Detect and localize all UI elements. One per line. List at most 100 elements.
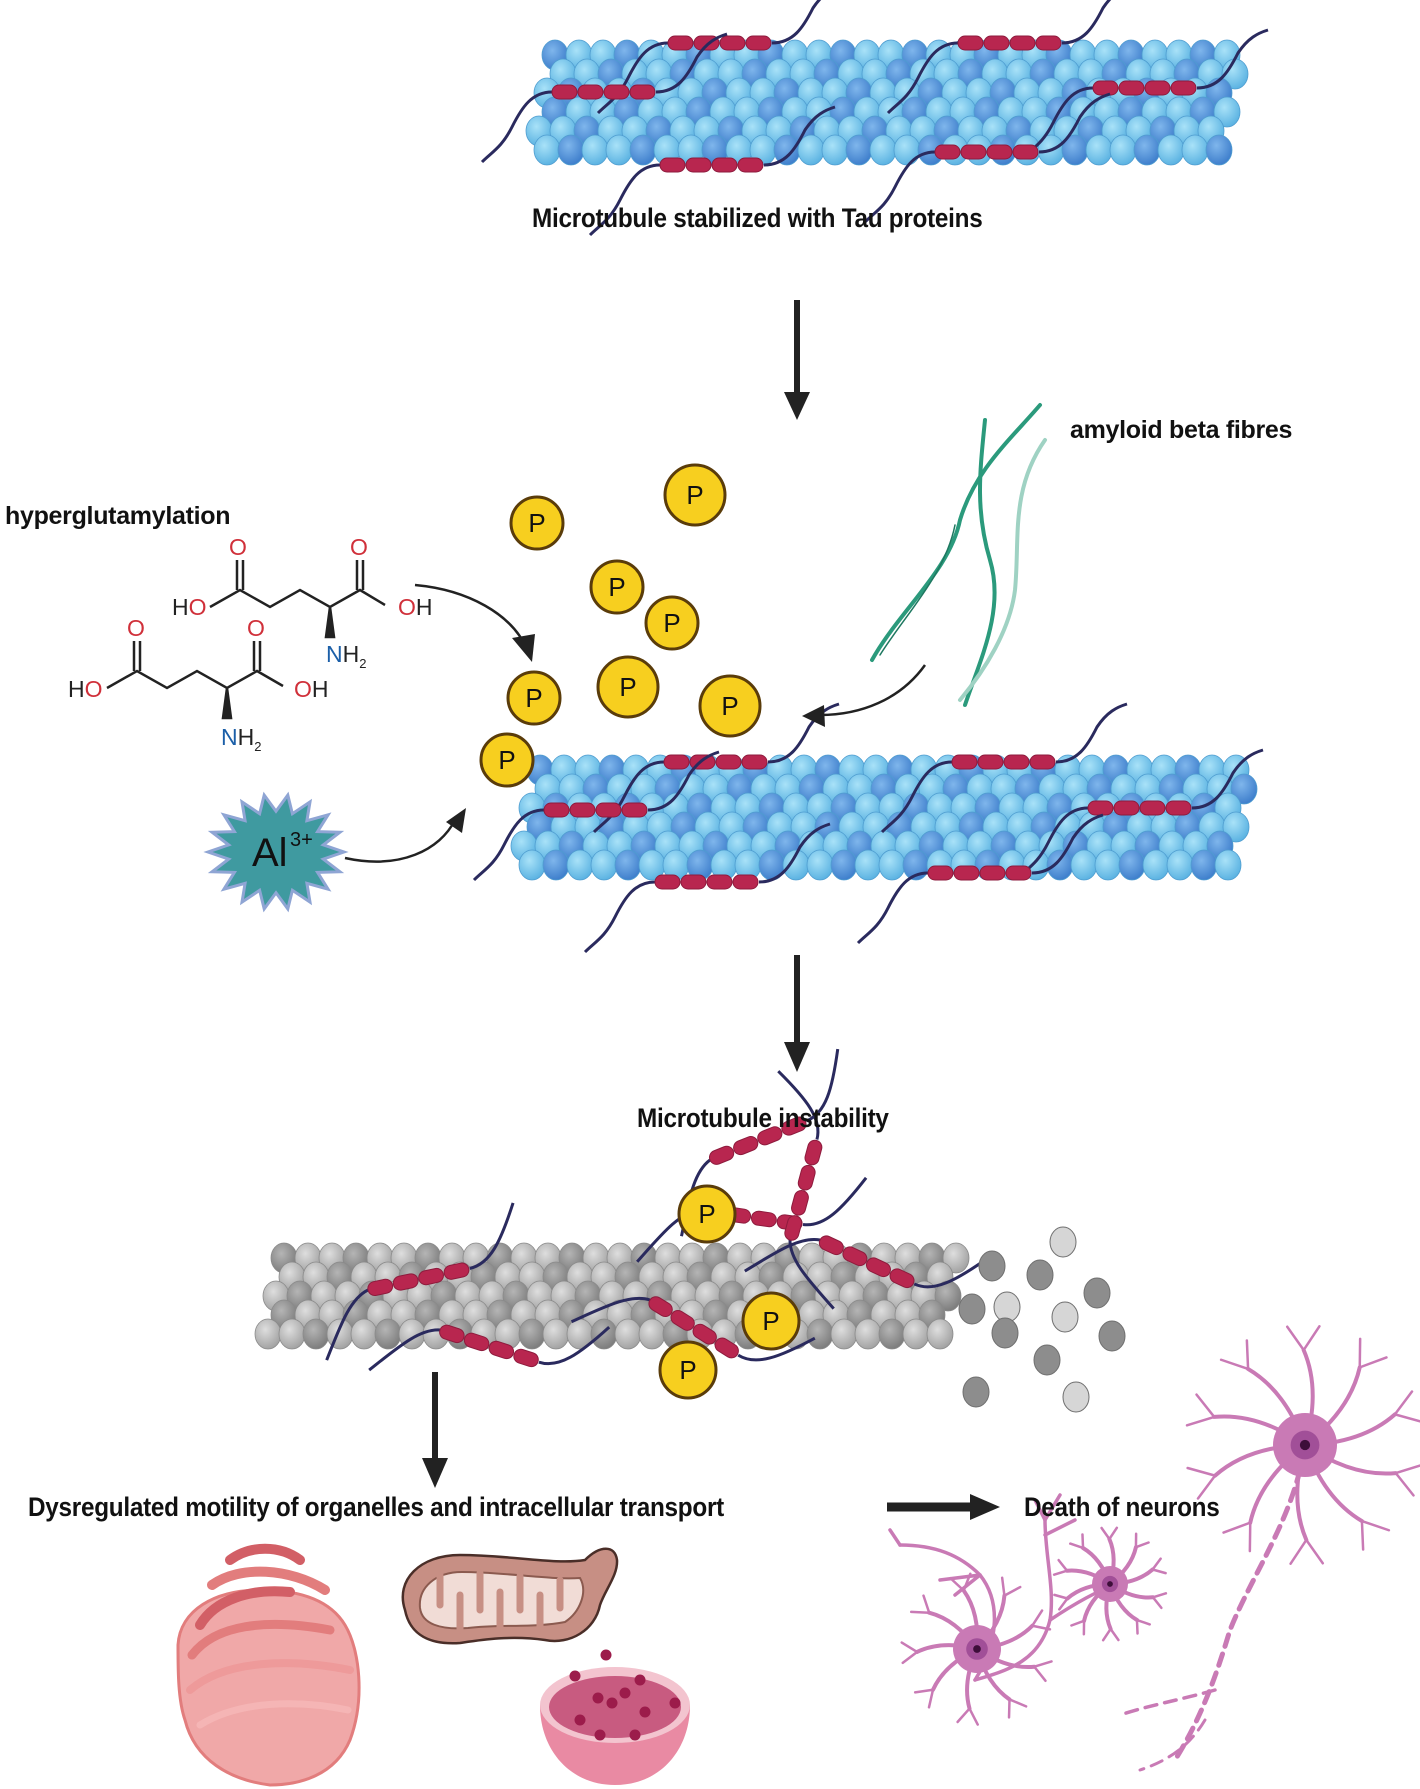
tau-strand (1055, 702, 1128, 764)
tau-strand (1031, 813, 1104, 875)
tau-repeat-domain (513, 1348, 539, 1368)
lysosome-granule (619, 1687, 631, 1699)
tubulin-dimer (978, 1250, 1006, 1282)
phosphate-circle (677, 1184, 737, 1244)
tubulin-subunit (821, 134, 849, 166)
tau-strand (777, 1070, 820, 1140)
tubulin-subunit (1222, 811, 1250, 843)
tubulin-subunit (1070, 849, 1098, 881)
label-hyperglutamylation: hyperglutamylation (5, 502, 231, 530)
label-death-of-neurons: Death of neurons (1024, 1492, 1220, 1522)
tubulin-subunit (557, 134, 585, 166)
tubulin-subunit (773, 134, 801, 166)
tubulin-subunit (806, 1318, 834, 1350)
lysosome-granule (606, 1697, 618, 1709)
dendrite-branch (949, 1572, 972, 1592)
tubulin-dimer (958, 1293, 986, 1325)
tubulin-subunit (518, 849, 546, 881)
tau-repeat-domain (732, 874, 759, 890)
tubulin-subunit (854, 849, 882, 881)
lysosome-granule (594, 1729, 606, 1741)
tau-repeat-domain (418, 1267, 444, 1286)
tubulin-subunit (350, 1318, 378, 1350)
phosphate-circle (658, 1340, 718, 1400)
tubulin-subunit (566, 849, 594, 881)
phosphate-icon: P (644, 595, 700, 651)
tau-repeat-domain (977, 754, 1004, 770)
free-tubulin-dimers (958, 1226, 1126, 1413)
dendrite-branch (1358, 1337, 1388, 1369)
tubulin-subunit (1190, 849, 1218, 881)
nucleolus (1107, 1581, 1113, 1587)
tubulin-subunit (1181, 134, 1209, 166)
dendrite-branch (1289, 1538, 1325, 1565)
dendrite-branch (1101, 1627, 1120, 1642)
phosphate-icon: P (596, 655, 660, 719)
curved-arrow-glutamate (414, 583, 535, 662)
tau-repeat-domain (1139, 800, 1166, 816)
label-amyloid: amyloid beta fibres (1070, 416, 1293, 444)
tau-repeat-domain (1029, 754, 1056, 770)
tau-proteins-top (480, 0, 1269, 237)
tubulin-dimer (991, 1317, 1019, 1349)
tau-strand (1191, 748, 1264, 810)
phosphate-label: P (525, 683, 542, 713)
tau-strand (596, 41, 669, 115)
tau-proteins-middle (472, 702, 1264, 954)
svg-text:NH2: NH2 (221, 724, 261, 754)
dendrite-branch (900, 1641, 919, 1665)
neuron-soma (1185, 1325, 1420, 1565)
tau-repeat-domain (685, 157, 712, 173)
tubulin-subunit (614, 1318, 642, 1350)
tubulin-subunit (1046, 849, 1074, 881)
phosphate-circle (663, 463, 727, 527)
tau-protein (592, 702, 840, 834)
phosphate-circle (596, 655, 660, 719)
tau-strand (647, 750, 720, 812)
tau-strand (758, 822, 831, 884)
tau-repeat-domain (818, 1235, 844, 1256)
tau-strand (472, 808, 545, 882)
tubulin-subunit (518, 1318, 546, 1350)
tubulin-subunit (1094, 849, 1122, 881)
svg-text:HO: HO (172, 594, 207, 620)
tau-repeat-domain (629, 84, 656, 100)
tau-repeat-domain (1009, 35, 1036, 51)
microtubule-unstable (254, 1242, 970, 1350)
dendrite-branch (1285, 1325, 1321, 1352)
label-stabilized: Microtubule stabilized with Tau proteins (532, 203, 983, 233)
dendrite-branch (1052, 1558, 1069, 1576)
phosphate-label: P (686, 480, 703, 510)
dendrite-branch (1394, 1464, 1420, 1497)
dendrite-branch (1031, 1609, 1052, 1631)
label-dysregulated: Dysregulated motility of organelles and … (28, 1492, 724, 1522)
microtubule-phosphorylated (510, 754, 1258, 881)
tau-strand (588, 163, 661, 237)
tau-strand (1061, 0, 1112, 45)
tau-repeat-domain (979, 865, 1006, 881)
tau-strand (886, 41, 959, 115)
tau-repeat-domain (927, 865, 954, 881)
tau-strand (805, 1048, 840, 1123)
phosphate-label: P (762, 1306, 779, 1336)
tau-repeat-domain (784, 1215, 803, 1241)
phosphate-circle (509, 495, 565, 551)
tau-strand (771, 0, 822, 45)
tau-repeat-domain (692, 1323, 717, 1345)
tau-strand (368, 1328, 441, 1372)
tubulin-subunit (1205, 134, 1233, 166)
tau-strand (880, 760, 953, 834)
tau-strand (856, 871, 929, 945)
nucleolus (1299, 1439, 1311, 1451)
tau-protein (588, 105, 836, 237)
tubulin-subunit (1109, 134, 1137, 166)
phosphate-label: P (698, 1199, 715, 1229)
phosphate-label: P (619, 672, 636, 702)
tau-strand (538, 1326, 611, 1366)
phosphate-icon: P (509, 495, 565, 551)
tubulin-subunit (533, 134, 561, 166)
aluminium-ion-icon: Al 3+ (203, 791, 349, 913)
tubulin-subunit (1166, 849, 1194, 881)
tau-repeat-domain (1035, 35, 1062, 51)
